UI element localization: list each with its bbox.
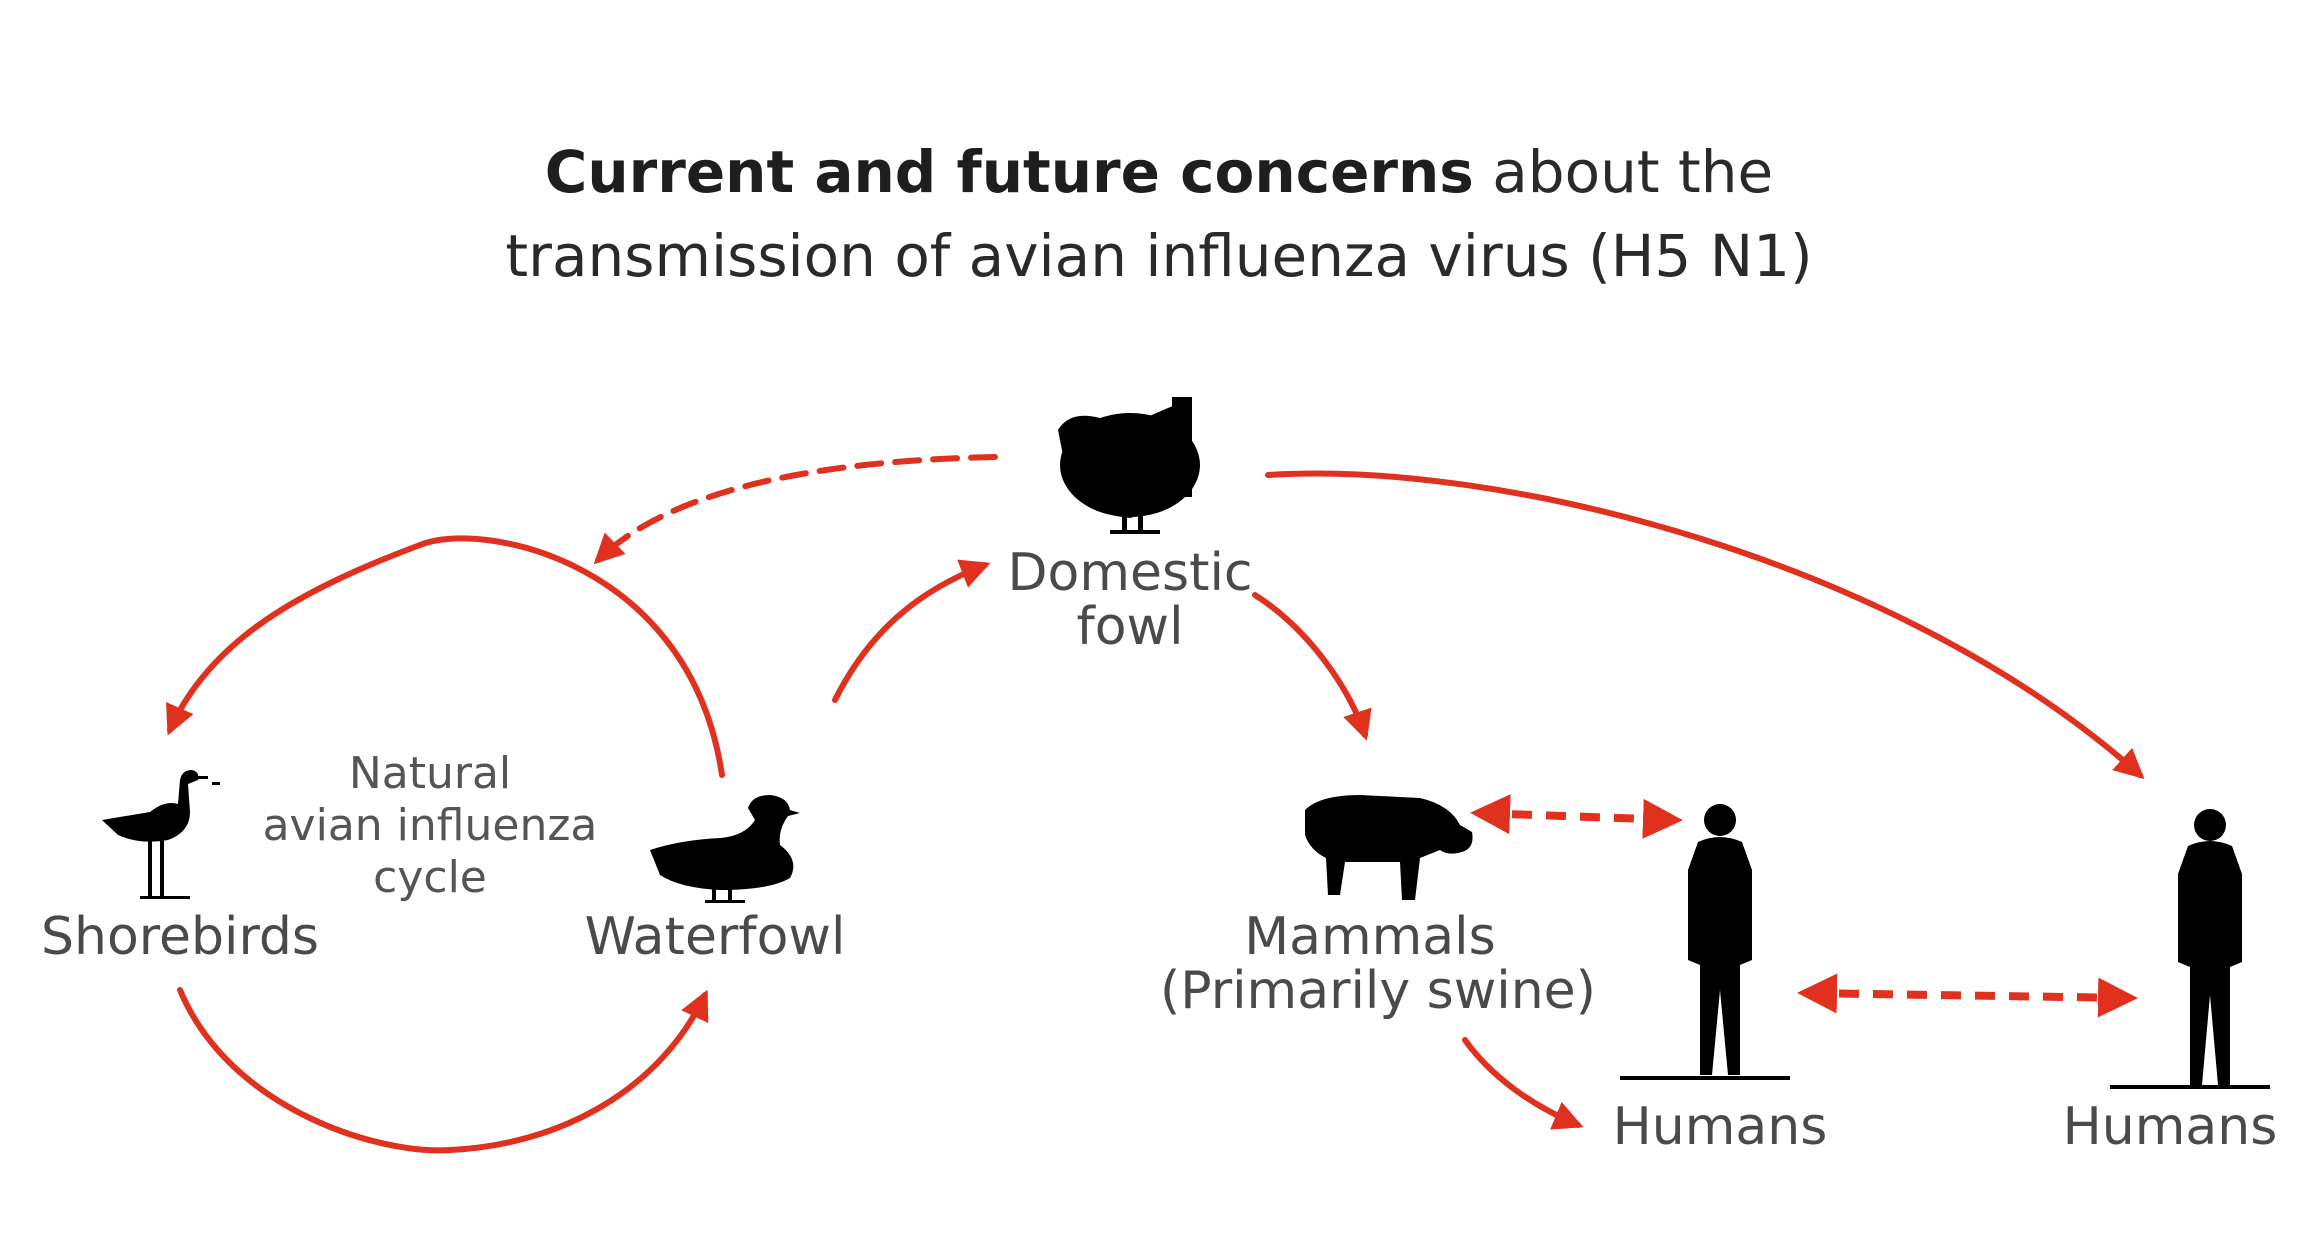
arrow-waterfowl-to-fowl	[832, 559, 991, 703]
cycle-line3: cycle	[373, 852, 487, 903]
cycle-line2: avian influenza	[262, 800, 598, 851]
arrow-fowl-to-mammals	[1252, 592, 1372, 741]
label-natural-cycle: Natural avian influenza cycle	[250, 748, 610, 904]
arrow-mammals-humans-bidirectional	[1470, 794, 1683, 839]
domestic-fowl-line1: Domestic	[1007, 543, 1253, 603]
arrow-waterfowl-to-shorebirds	[166, 535, 725, 778]
shorebird-icon	[102, 770, 220, 899]
human-icon-2	[2110, 809, 2270, 1089]
arrow-shorebirds-to-waterfowl	[177, 987, 709, 1154]
label-waterfowl: Waterfowl	[584, 907, 846, 967]
diagram-title: Current and future concerns about the tr…	[0, 130, 2318, 298]
label-mammals: Mammals (Primarily swine)	[1160, 907, 1596, 1021]
chicken-icon	[1058, 397, 1200, 534]
cycle-line1: Natural	[348, 748, 512, 799]
label-humans-2: Humans	[2062, 1097, 2278, 1157]
title-rest: about the	[1492, 138, 1774, 206]
label-domestic-fowl: Domestic fowl	[980, 546, 1280, 654]
label-shorebirds: Shorebirds	[40, 907, 320, 967]
mammals-line1: Mammals	[1244, 907, 1496, 967]
arrow-fowl-to-humans	[1265, 470, 2145, 780]
duck-icon	[650, 795, 800, 903]
mammals-line2: (Primarily swine)	[1160, 961, 1596, 1021]
arrow-humans-humans-bidirectional	[1797, 973, 2138, 1018]
title-line2: transmission of avian influenza virus (H…	[505, 222, 1813, 290]
arrow-fowl-to-cycle	[593, 454, 998, 565]
human-icon-1	[1620, 804, 1790, 1080]
pig-icon	[1305, 795, 1473, 900]
title-bold: Current and future concerns	[544, 138, 1474, 206]
arrow-mammals-to-humans	[1462, 1037, 1584, 1130]
domestic-fowl-line2: fowl	[1076, 597, 1184, 657]
label-humans-1: Humans	[1612, 1097, 1828, 1157]
